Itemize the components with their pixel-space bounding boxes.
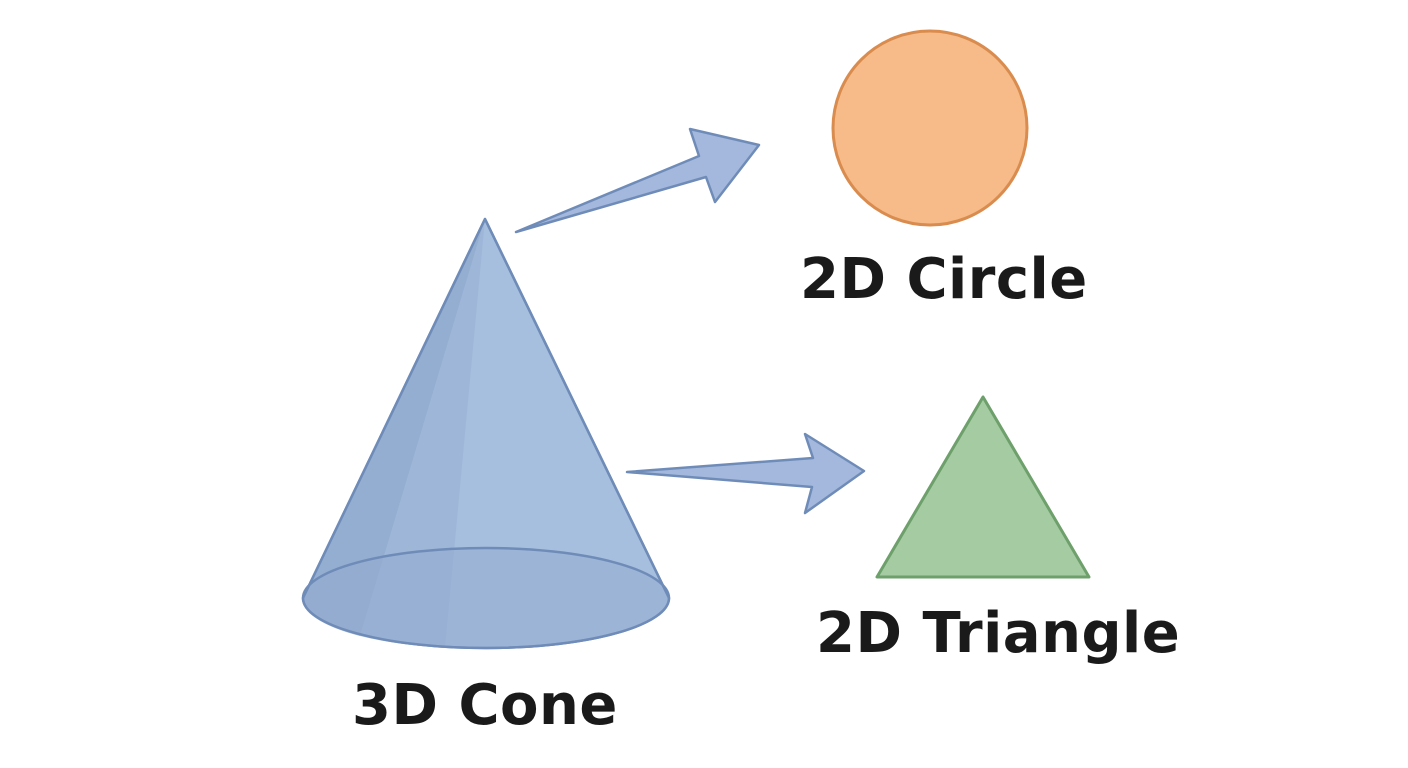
circle-label: 2D Circle [800, 247, 1088, 312]
triangle-label: 2D Triangle [816, 601, 1181, 666]
cone-shape [301, 217, 671, 650]
cone-shade-mid [360, 219, 485, 648]
cone-shade-left [302, 219, 485, 636]
cone-base [301, 546, 671, 650]
triangle-shape [875, 395, 1091, 579]
cone-outline [301, 217, 671, 599]
cone-label: 3D Cone [352, 673, 618, 738]
arrow-to-circle [514, 127, 761, 234]
arrow-to-triangle [625, 432, 866, 515]
circle-shape [831, 29, 1029, 227]
